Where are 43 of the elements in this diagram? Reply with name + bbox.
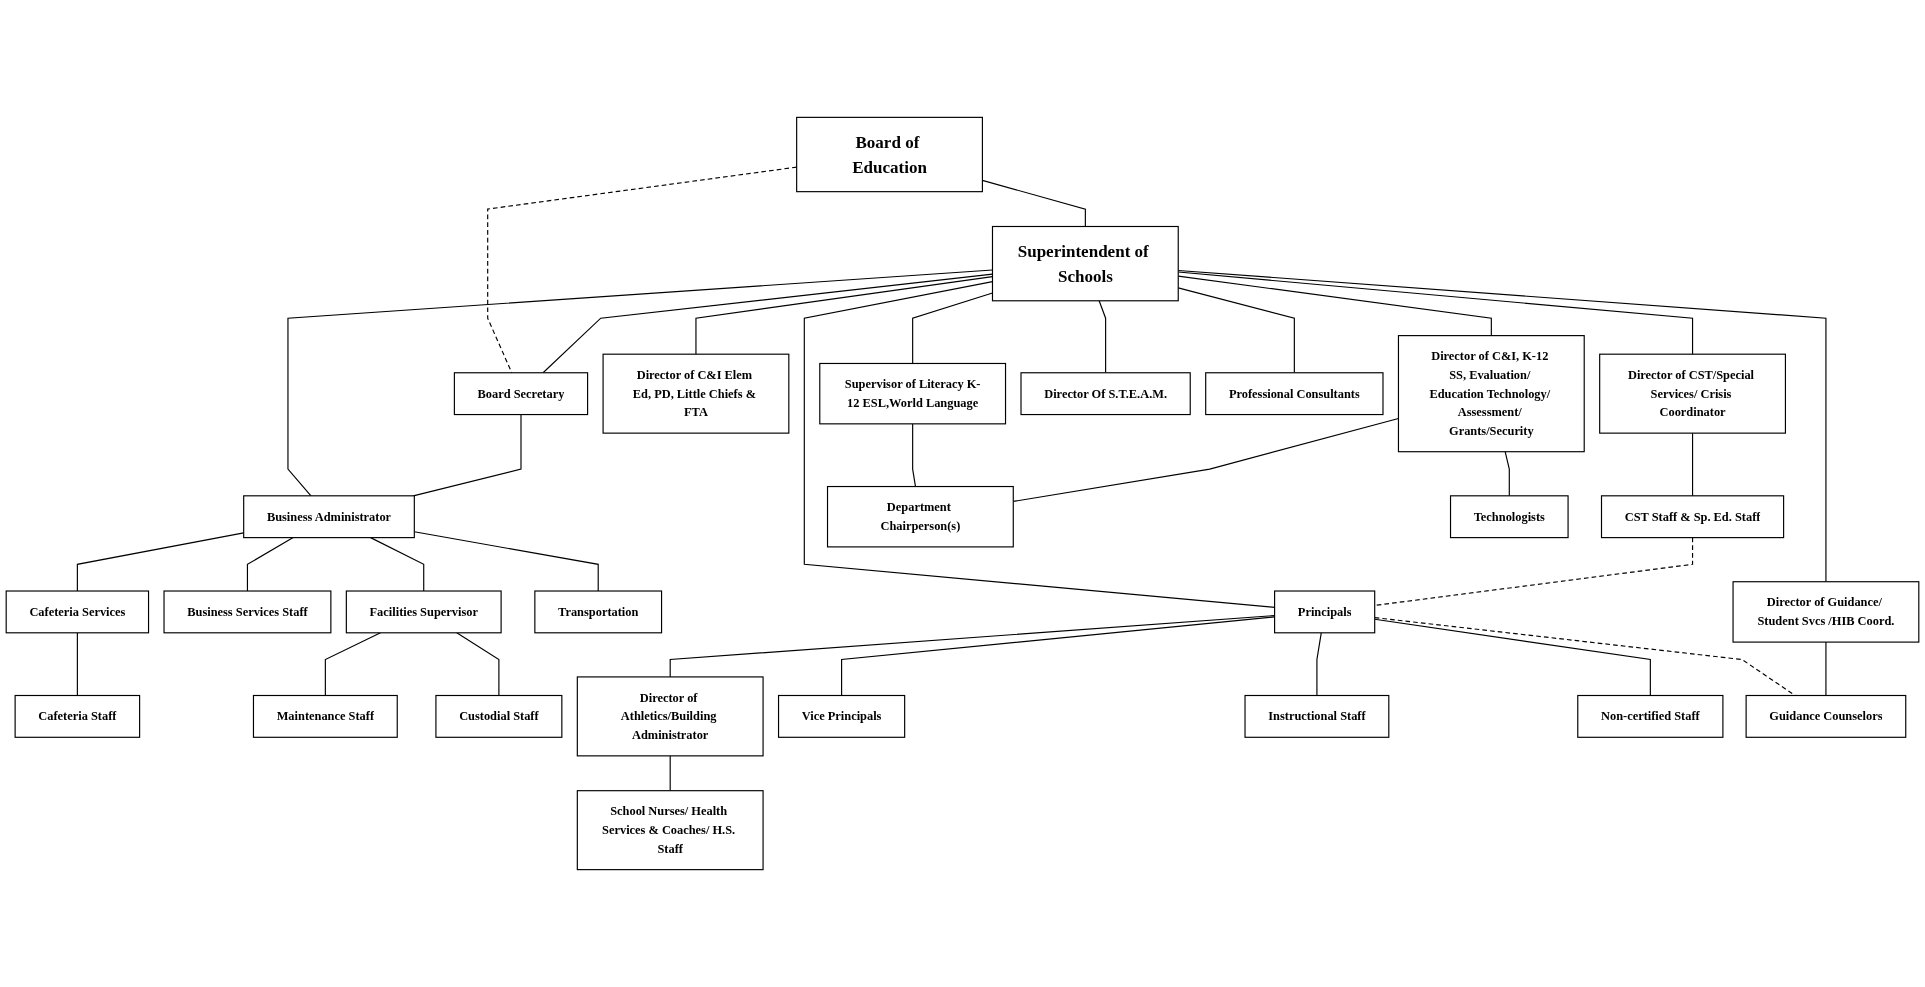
node-box: Business Administrator — [243, 495, 415, 539]
connector — [324, 632, 382, 697]
node-box: Principals — [1274, 590, 1376, 634]
connector — [246, 537, 294, 592]
node-box: Director of CST/Special Services/ Crisis Coordinator — [1599, 353, 1786, 434]
node-box: Maintenance Staff — [252, 694, 398, 738]
node-box: Superintendent of Schools — [991, 225, 1179, 302]
connector — [1316, 632, 1322, 697]
node-box: Cafeteria Services — [5, 590, 150, 634]
connector — [370, 537, 425, 592]
node-box: Non-certified Staff — [1577, 694, 1724, 738]
connector — [1374, 618, 1651, 697]
node-box: Director of Guidance/ Student Svcs /HIB Coord. — [1732, 581, 1920, 643]
connector — [76, 632, 78, 697]
node-box: Department Chairperson(s) — [826, 485, 1014, 548]
node-box: Director Of S.T.E.A.M. — [1020, 372, 1191, 416]
node-box: Instructional Staff — [1244, 694, 1390, 738]
node-box: Business Services Staff — [163, 590, 332, 634]
node-box: Director of C&I Elem Ed, PD, Little Chiefs & FTA — [602, 353, 790, 434]
node-box: Board Secretary — [453, 372, 589, 416]
node-box: Custodial Staff — [435, 694, 563, 738]
node-box: Professional Consultants — [1205, 372, 1384, 416]
node-box: Technologists — [1449, 495, 1569, 539]
node-box: CST Staff & Sp. Ed. Staff — [1600, 495, 1785, 539]
node-box: Cafeteria Staff — [14, 694, 141, 738]
connector — [1374, 617, 1796, 697]
node-box: Transportation — [534, 590, 663, 634]
connector — [1825, 641, 1827, 697]
node-box: Vice Principals — [777, 694, 906, 738]
connector — [412, 414, 522, 497]
connector — [1504, 451, 1510, 497]
node-box: Director of C&I, K-12 SS, Evaluation/ Education Technology/ Assessment/ Grants/Security — [1397, 335, 1585, 453]
connector — [1692, 432, 1694, 497]
node-box: Supervisor of Literacy K-12 ESL,World Language — [819, 362, 1007, 425]
node-box: School Nurses/ Health Services & Coaches/ H.S. Staff — [576, 790, 764, 871]
connector — [912, 423, 917, 488]
node-box: Board of Education — [796, 116, 983, 193]
node-box: Guidance Counselors — [1745, 694, 1907, 738]
connector — [669, 755, 671, 792]
connector — [1098, 300, 1107, 374]
connector — [1374, 537, 1694, 607]
node-box: Director of Athletics/Building Administrator — [576, 676, 764, 757]
node-box: Facilities Supervisor — [345, 590, 502, 634]
